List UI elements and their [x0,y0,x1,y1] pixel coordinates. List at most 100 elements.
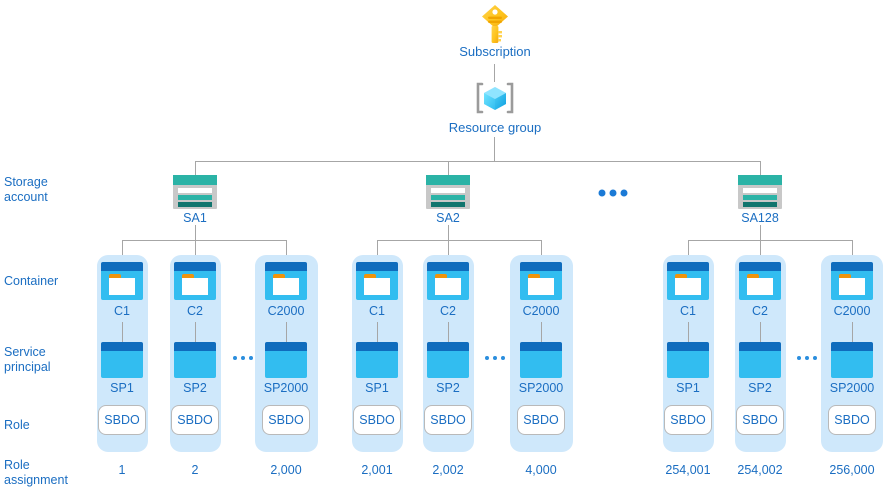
service-principal-icon[interactable] [101,342,143,378]
service-principal-icon[interactable] [265,342,307,378]
container-document [528,278,554,295]
container-icon[interactable] [520,262,562,300]
role-assignment-count: 2,000 [270,463,302,477]
connector-subscription-to-rg [494,64,495,82]
role-pill[interactable]: SBDO [664,405,712,435]
connector-sa1-to-c1 [122,240,123,262]
container-icon[interactable] [427,262,469,300]
storage-account-icon[interactable] [173,175,217,209]
sp-body [427,351,469,378]
connector-sa2-bus [377,240,541,241]
connector-bus-to-sa2 [448,161,449,175]
storage-account-label: SA128 [741,211,779,225]
service-principal-icon[interactable] [520,342,562,378]
dot [813,356,817,360]
container-tab [839,274,851,279]
container-header-bar [101,262,143,271]
connector-sa128-stem [760,225,761,240]
container-document [182,278,208,295]
container-tab [675,274,687,279]
role-pill[interactable]: SBDO [171,405,219,435]
container-tab [747,274,759,279]
service-principal-icon[interactable] [667,342,709,378]
service-principal-label: SP1 [110,381,134,395]
connector-bus-to-sa128 [760,161,761,175]
container-icon[interactable] [356,262,398,300]
sp-header-bar [667,342,709,351]
storage-account-icon[interactable] [738,175,782,209]
service-principal-label: SP2 [183,381,207,395]
connector-sa2-to-c1 [377,240,378,262]
dot [501,356,505,360]
dot [249,356,253,360]
container-header-bar [265,262,307,271]
container-tab [528,274,540,279]
container-tab [364,274,376,279]
container-label: C2000 [267,304,305,318]
sa-header-bar [738,175,782,185]
role-assignment-count: 2,001 [361,463,393,477]
service-principal-icon[interactable] [739,342,781,378]
connector-sa128-bus [688,240,853,241]
service-principal-icon[interactable] [831,342,873,378]
container-icon[interactable] [667,262,709,300]
container-tab [435,274,447,279]
sp-header-bar [356,342,398,351]
role-assignment-count: 1 [118,463,126,477]
role-pill[interactable]: SBDO [424,405,472,435]
storage-account-icon[interactable] [426,175,470,209]
container-icon[interactable] [265,262,307,300]
sp-header-bar [174,342,216,351]
container-label: C1 [369,304,385,318]
sp-header-bar [101,342,143,351]
subscription-label: Subscription [459,44,531,59]
connector-c-to-sp [852,322,853,342]
sa-row-3 [743,202,777,207]
key-icon [478,4,512,44]
dot [805,356,809,360]
container-document [747,278,773,295]
sa-row-1 [178,188,212,193]
service-principal-icon[interactable] [174,342,216,378]
sp-body [174,351,216,378]
container-tab [273,274,285,279]
role-assignment-count: 254,002 [737,463,783,477]
container-header-bar [667,262,709,271]
container-icon[interactable] [101,262,143,300]
role-pill[interactable]: SBDO [353,405,401,435]
container-label: C2000 [833,304,871,318]
container-icon[interactable] [831,262,873,300]
dot [485,356,489,360]
role-pill[interactable]: SBDO [262,405,310,435]
container-label: C1 [680,304,696,318]
sp-header-bar [427,342,469,351]
container-icon[interactable] [739,262,781,300]
service-principal-icon[interactable] [356,342,398,378]
storage-account-label: SA1 [183,211,207,225]
connector-bus-to-sa1 [195,161,196,175]
connector-c-to-sp [760,322,761,342]
service-principal-icon[interactable] [427,342,469,378]
role-pill[interactable]: SBDO [98,405,146,435]
service-principal-label: SP1 [365,381,389,395]
dot [620,189,628,197]
connector-sa2-to-c2 [448,240,449,262]
row-label-storage-account: Storage account [4,175,48,204]
connector-sa128-to-c1 [688,240,689,262]
sp-header-bar [831,342,873,351]
sp-body [831,351,873,378]
role-assignment-count: 4,000 [525,463,557,477]
sa-row-2 [431,195,465,200]
role-pill[interactable]: SBDO [517,405,565,435]
container-document [839,278,865,295]
role-assignment-count: 2,002 [432,463,464,477]
connector-c-to-sp [688,322,689,342]
container-icon[interactable] [174,262,216,300]
role-assignment-count: 2 [191,463,199,477]
container-document [109,278,135,295]
container-header-bar [174,262,216,271]
role-pill[interactable]: SBDO [828,405,876,435]
role-pill[interactable]: SBDO [736,405,784,435]
storage-account-ellipsis [598,189,628,197]
